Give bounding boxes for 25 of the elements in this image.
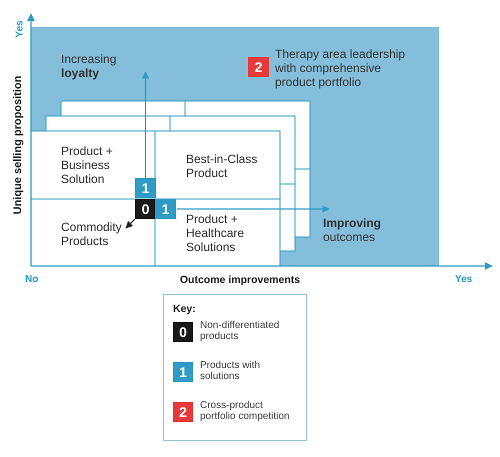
key-text: Products with solutions bbox=[200, 360, 262, 382]
axis-end-label: Yes bbox=[455, 273, 472, 287]
key-title: Key: bbox=[173, 302, 196, 316]
key-text: Non-differentiated products bbox=[200, 320, 280, 342]
axis-title: Outcome improvements bbox=[178, 273, 302, 287]
number-badge: 1 bbox=[155, 199, 176, 219]
number-badge: 1 bbox=[135, 178, 156, 198]
key-text: Cross-product portfolio competition bbox=[200, 400, 290, 422]
number-badge: 0 bbox=[135, 199, 156, 219]
arrow bbox=[142, 71, 150, 178]
direction-label: Improving outcomes bbox=[323, 216, 393, 244]
axis-title: Unique selling proposition bbox=[11, 74, 25, 216]
axis-end-label: No bbox=[25, 273, 38, 287]
number-badge: 2 bbox=[248, 57, 269, 77]
key-swatch: 1 bbox=[173, 362, 193, 382]
quadrant-label: Commodity Products bbox=[61, 220, 125, 248]
node-label: Therapy area leadership with comprehensive product portfolio bbox=[275, 47, 406, 89]
quadrant-label: Product + Healthcare Solutions bbox=[186, 212, 266, 254]
axis-end-label: Yes bbox=[14, 20, 27, 38]
key-swatch: 2 bbox=[173, 402, 193, 422]
quadrant-label: Best-in-Class Product bbox=[186, 152, 271, 180]
direction-label: Increasing loyalty bbox=[61, 52, 118, 80]
key-swatch: 0 bbox=[173, 322, 193, 342]
arrow bbox=[177, 205, 330, 213]
arrow bbox=[126, 218, 136, 228]
